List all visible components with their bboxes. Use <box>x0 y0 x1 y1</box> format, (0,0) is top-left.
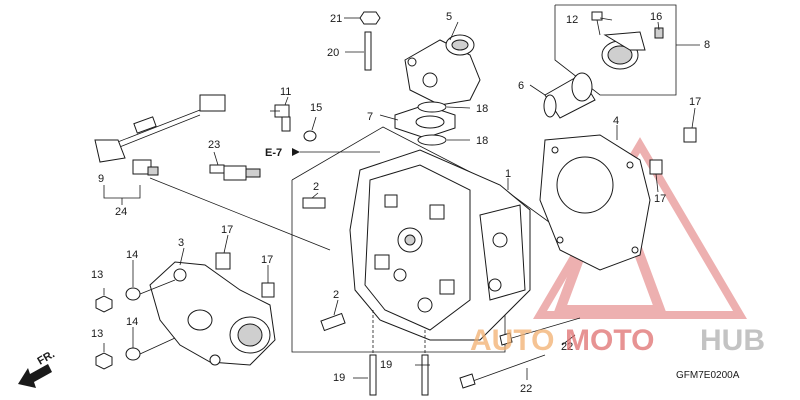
stud-bolt-20 <box>364 31 372 71</box>
callout-18b: 18 <box>476 135 488 147</box>
washer-15 <box>303 130 317 142</box>
callout-14b: 14 <box>126 316 138 328</box>
bolt-22b <box>459 354 546 389</box>
o-ring-18b <box>417 134 447 146</box>
dowel-2a <box>302 197 326 209</box>
group-bracket-8 <box>555 4 677 45</box>
group-bracket-8b <box>554 5 677 96</box>
cylinder-head <box>349 149 531 341</box>
assembly-outline <box>291 180 475 353</box>
callout-22b: 22 <box>520 383 532 395</box>
callout-12: 12 <box>566 14 578 26</box>
nut-21 <box>359 11 381 25</box>
sensor-11 <box>270 104 291 132</box>
callout-5: 5 <box>446 11 452 23</box>
callout-17b: 17 <box>654 193 666 205</box>
dowel-2b <box>320 312 346 332</box>
washer-14a <box>125 287 141 301</box>
callout-24: 24 <box>115 206 127 218</box>
callout-3: 3 <box>178 237 184 249</box>
front-arrow <box>18 364 52 388</box>
leader-24-head <box>149 177 331 251</box>
svg-text:HUB: HUB <box>700 324 765 357</box>
svg-text:AUTO: AUTO <box>470 324 554 357</box>
head-gasket <box>539 134 651 271</box>
callout-20: 20 <box>327 47 339 59</box>
callout-7: 7 <box>367 111 373 123</box>
reference-arrow <box>292 148 300 156</box>
callout-labels: 1 2 2 3 4 5 6 7 8 9 11 12 13 13 14 14 15… <box>91 11 710 395</box>
callout-22a: 22 <box>561 341 573 353</box>
screw-12 <box>591 11 603 36</box>
cam-holder-3 <box>149 261 276 366</box>
callout-8: 8 <box>704 39 710 51</box>
dowel-17d <box>649 159 663 175</box>
reference-label: E-7 <box>265 147 282 159</box>
intake-insulator <box>404 34 481 106</box>
callout-2b: 2 <box>333 289 339 301</box>
callout-4: 4 <box>613 115 619 127</box>
callout-17c: 17 <box>221 224 233 236</box>
diagram-code: GFM7E0200A <box>676 370 740 381</box>
temperature-sensor-9 <box>94 94 226 163</box>
callout-14a: 14 <box>126 249 138 261</box>
callout-2a: 2 <box>313 181 319 193</box>
callout-17d: 17 <box>261 254 273 266</box>
dowel-17b <box>261 282 275 298</box>
svg-text:MOTO: MOTO <box>565 324 654 357</box>
intake-tube <box>543 72 596 119</box>
stud-19b <box>421 354 429 396</box>
dowel-17a <box>215 252 231 270</box>
assembly-outline-top <box>291 126 561 231</box>
watermark-logo: AUTO MOTO HUB <box>470 324 765 357</box>
nut-13b <box>95 352 113 370</box>
o-ring-18a <box>417 101 447 113</box>
callout-17a: 17 <box>689 96 701 108</box>
callout-15: 15 <box>310 102 322 114</box>
front-label: FR. <box>36 348 57 367</box>
callout-13b: 13 <box>91 328 103 340</box>
callout-21: 21 <box>330 13 342 25</box>
bolt-22a <box>499 317 581 346</box>
stud-19a <box>369 354 377 396</box>
washer-14b <box>125 347 141 361</box>
band-clamp <box>601 31 646 70</box>
callout-16: 16 <box>650 11 662 23</box>
callout-11: 11 <box>280 86 291 98</box>
callout-18a: 18 <box>476 103 488 115</box>
dowel-17c <box>683 127 697 143</box>
spark-plug-23 <box>209 164 261 181</box>
nut-13a <box>95 295 113 313</box>
callout-19a: 19 <box>333 372 345 384</box>
callout-23: 23 <box>208 139 220 151</box>
callout-6: 6 <box>518 80 524 92</box>
callout-19b: 19 <box>380 359 392 371</box>
callout-9: 9 <box>98 173 104 185</box>
callout-1: 1 <box>505 168 511 180</box>
leader-lines <box>103 17 696 380</box>
sensor-24 <box>132 159 159 176</box>
callout-13a: 13 <box>91 269 103 281</box>
